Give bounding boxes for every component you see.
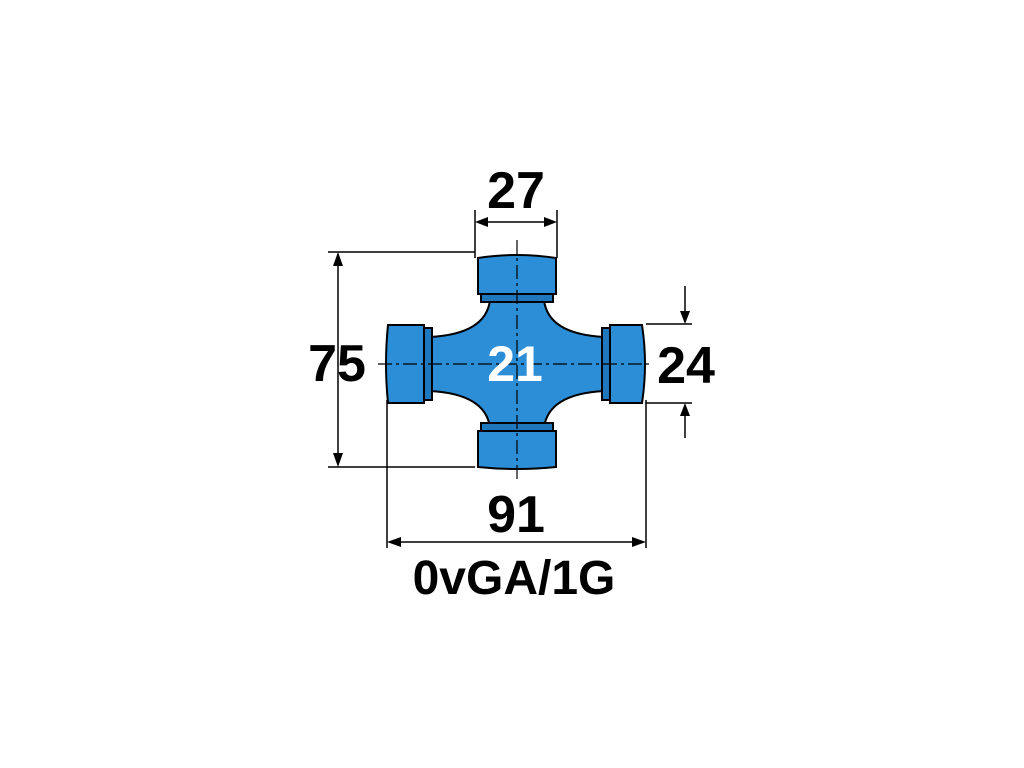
dim-cap-diameter: 24 [657, 286, 715, 438]
dim-label-cap-diameter: 24 [657, 337, 715, 395]
center-label: 21 [487, 336, 543, 392]
dim-label-overall-width: 91 [487, 486, 545, 544]
arrow-right [632, 537, 646, 547]
dim-overall-width: 91 [387, 486, 646, 547]
dim-label-top-width: 27 [487, 162, 545, 220]
dim-overall-height: 75 [308, 252, 366, 467]
arrow-right [544, 217, 557, 227]
part-code: 0vGA/1G [413, 552, 616, 605]
arrow-left [387, 537, 401, 547]
dim-label-overall-height: 75 [308, 335, 366, 393]
arrow-up-into-cap [680, 403, 690, 416]
dim-top-width: 27 [475, 162, 557, 227]
arrow-down-into-cap [680, 311, 690, 324]
arrow-down [333, 453, 343, 467]
arrow-up [333, 252, 343, 266]
arrow-left [475, 217, 488, 227]
extension-lines [328, 210, 692, 548]
center-lines [378, 240, 652, 480]
right-bearing-cap [609, 324, 646, 404]
